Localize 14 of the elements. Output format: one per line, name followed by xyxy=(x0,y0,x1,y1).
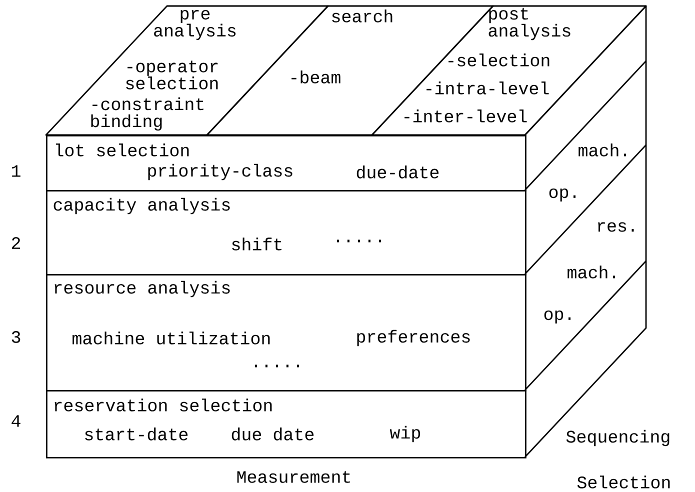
side-label: mach. xyxy=(568,266,615,278)
axis-label: Sequencing xyxy=(566,430,670,446)
row-number: 2 xyxy=(12,237,20,249)
table-row: resource analysis machine utilization preferences ..... xyxy=(46,274,526,392)
row-number: 4 xyxy=(12,415,20,427)
row-number: 1 xyxy=(12,165,20,177)
side-label: op. xyxy=(549,188,576,202)
table-row: lot selection priority-class due-date xyxy=(46,135,526,192)
side-label: op. xyxy=(544,310,570,324)
table-row: capacity analysis shift ..... xyxy=(46,190,526,276)
row-number: 3 xyxy=(12,331,20,343)
table-row: reservation selection start-date due date wip xyxy=(46,390,526,458)
axis-label: Selection xyxy=(577,476,670,488)
side-label: res. xyxy=(598,222,634,232)
